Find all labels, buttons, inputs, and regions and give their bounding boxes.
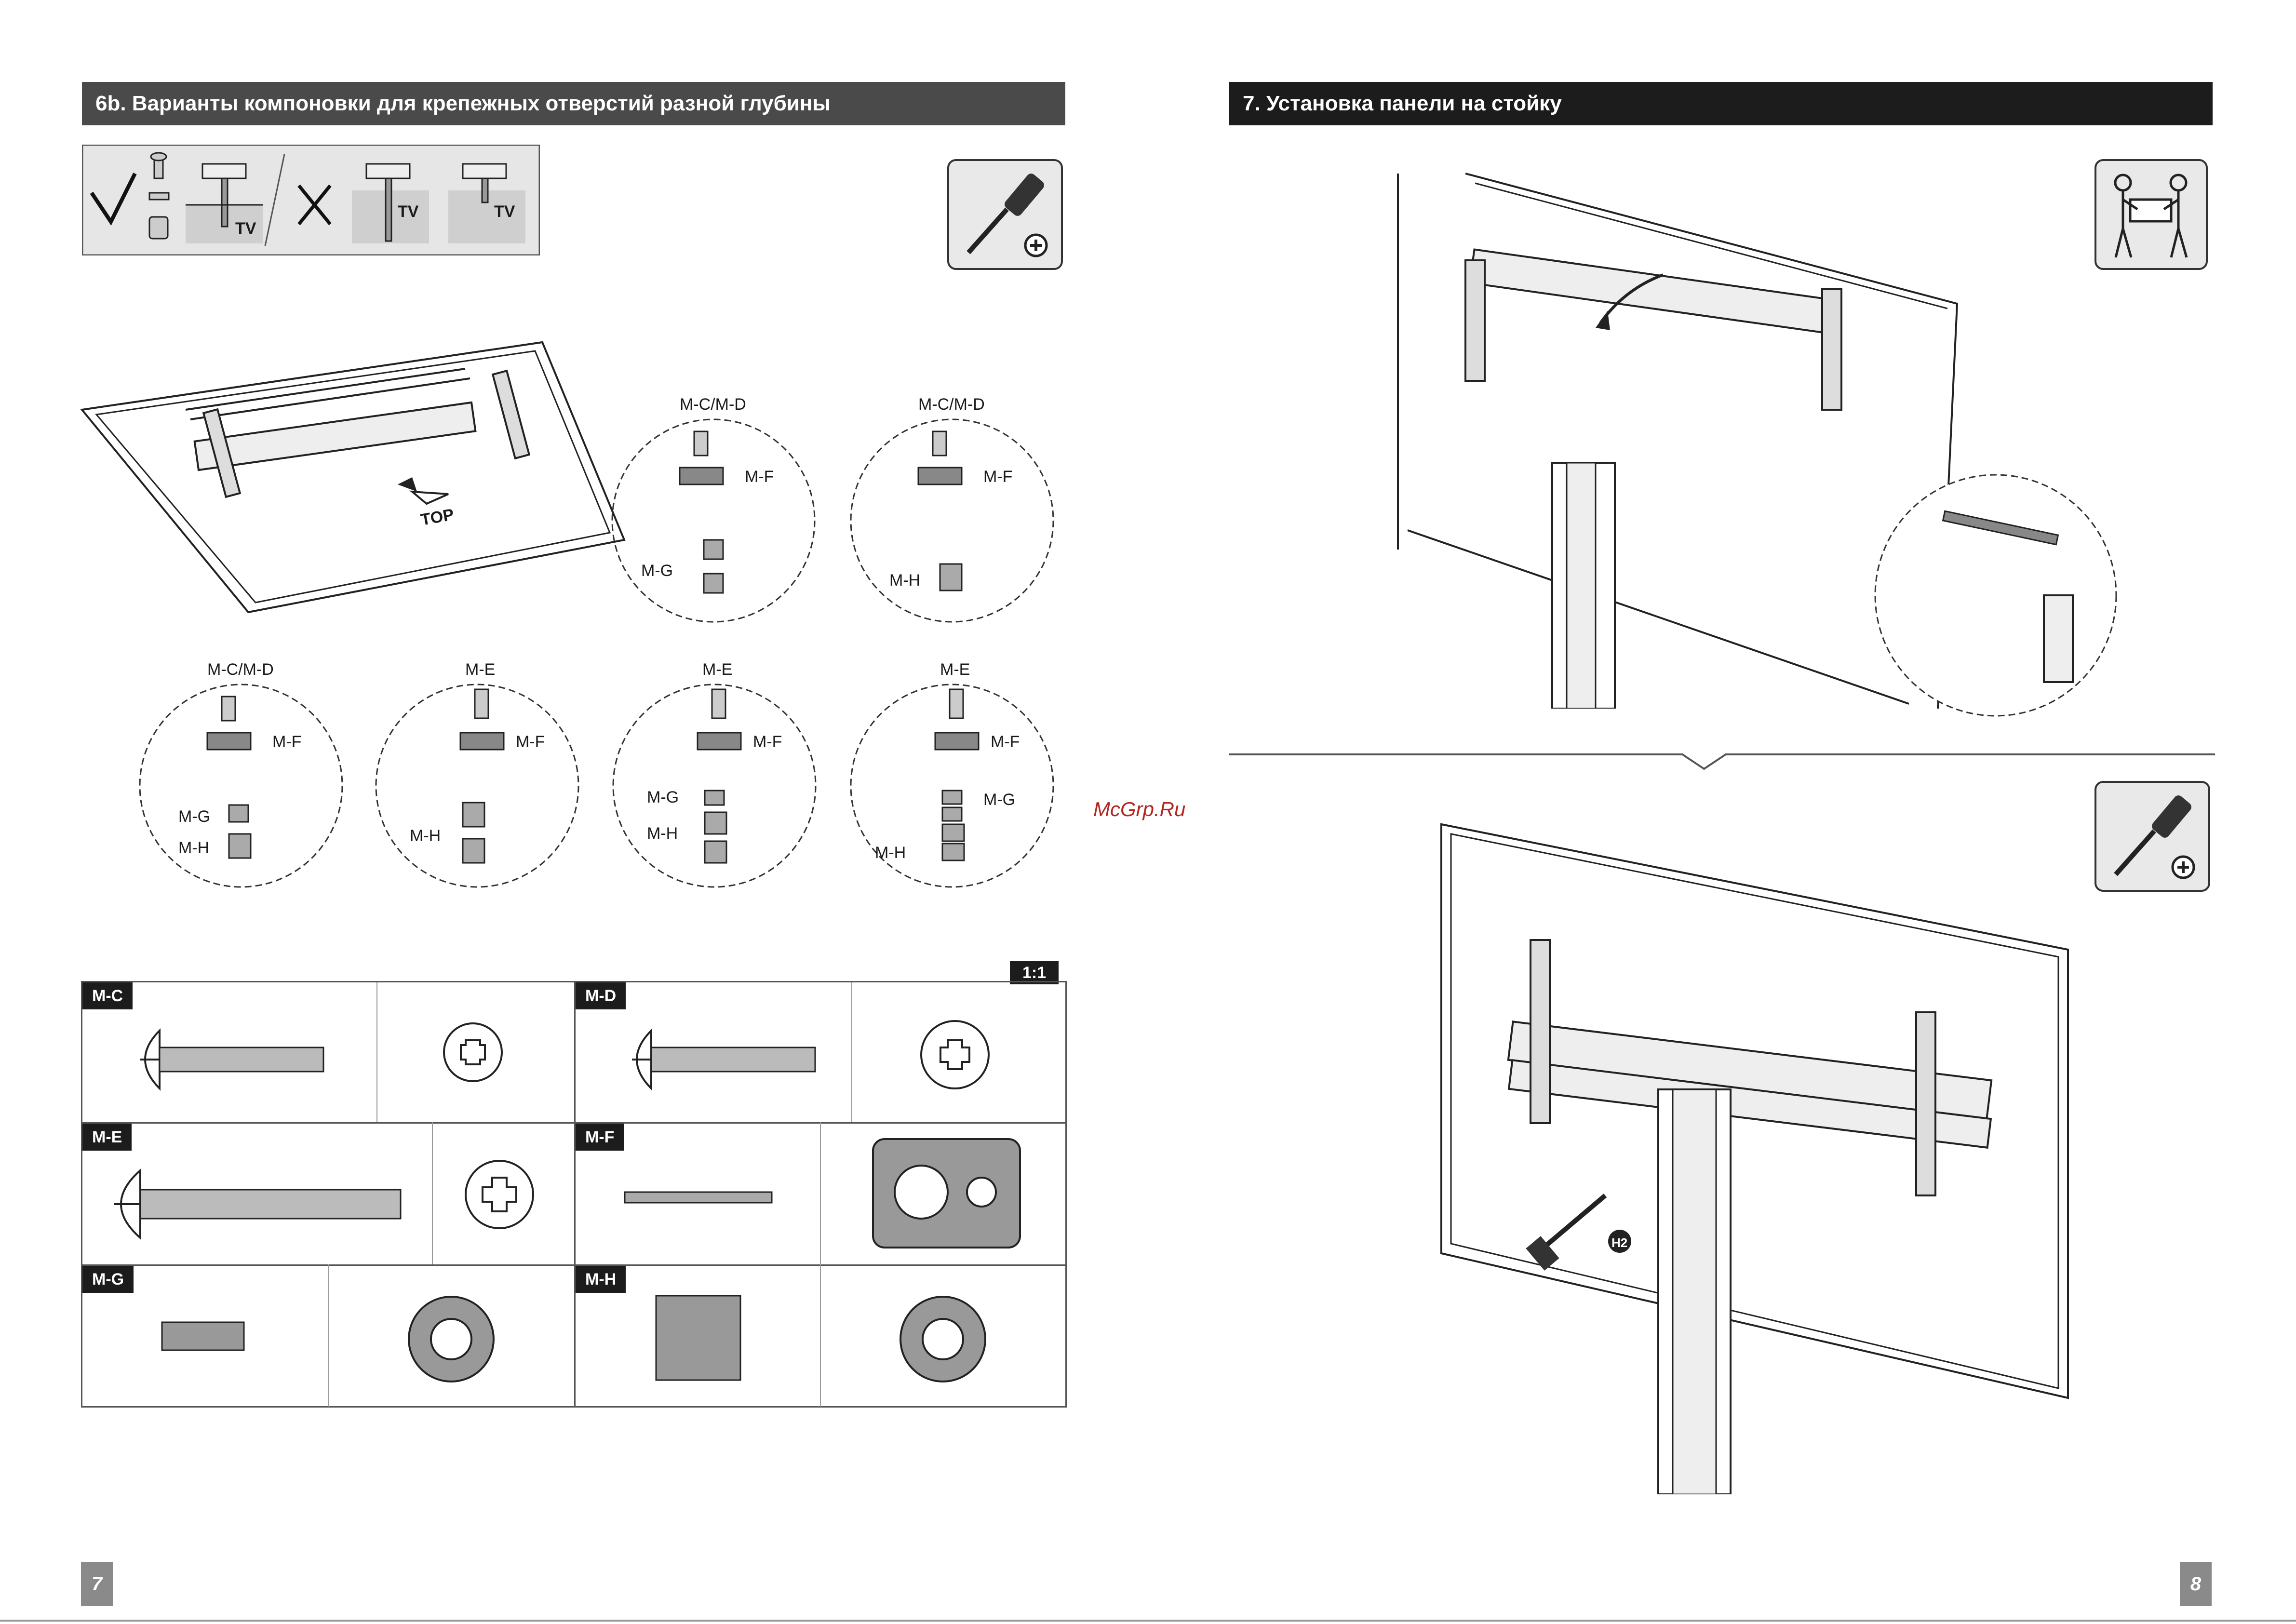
detail-circle-hook bbox=[1870, 470, 2121, 721]
detail-circle-1: M-C/M-D M-F M-G bbox=[607, 395, 819, 636]
detail-circle-5: M-E M-F M-G M-H bbox=[608, 660, 820, 901]
part-mg-side bbox=[160, 1320, 246, 1354]
tv-label: TV bbox=[235, 219, 256, 238]
parts-table: M-C M-D M-E M-F M-G M-H bbox=[81, 981, 1067, 1408]
label-mh: M-H bbox=[889, 571, 920, 590]
table-divider bbox=[376, 982, 377, 1122]
part-tag-mh: M-H bbox=[576, 1266, 626, 1293]
table-divider bbox=[328, 1264, 329, 1407]
label-mf: M-F bbox=[745, 468, 774, 486]
part-me-head bbox=[461, 1156, 538, 1233]
label-me: M-E bbox=[940, 660, 970, 679]
part-tag-mc: M-C bbox=[82, 982, 133, 1009]
table-divider bbox=[851, 982, 852, 1122]
page-number-right: 8 bbox=[2180, 1562, 2212, 1606]
screwdriver-tool-box bbox=[947, 159, 1063, 270]
detail-circle-3: M-C/M-D M-F M-G M-H bbox=[135, 660, 347, 901]
label-me: M-E bbox=[465, 660, 495, 679]
part-md-head bbox=[916, 1016, 994, 1093]
watermark: McGrp.Ru bbox=[1093, 798, 1185, 821]
part-tag-md: M-D bbox=[576, 982, 626, 1009]
part-mf-side bbox=[622, 1187, 777, 1207]
section-6b-title: 6b. Варианты компоновки для крепежных от… bbox=[82, 82, 1065, 125]
label-mg: M-G bbox=[178, 807, 210, 826]
bottom-rule bbox=[0, 1620, 2296, 1622]
part-mf-plate bbox=[871, 1137, 1025, 1252]
detail-circle-4: M-E M-F M-H bbox=[371, 660, 583, 901]
label-mg: M-G bbox=[647, 788, 679, 806]
part-me-screw bbox=[102, 1161, 410, 1248]
tv-label: TV bbox=[494, 202, 515, 221]
label-me: M-E bbox=[702, 660, 732, 679]
part-tag-mg: M-G bbox=[82, 1266, 134, 1293]
detail-circle-6: M-E M-F M-G M-H bbox=[846, 660, 1058, 901]
label-mf: M-F bbox=[516, 733, 545, 751]
table-divider bbox=[82, 1122, 1065, 1124]
label-mg: M-G bbox=[641, 562, 673, 580]
h2-label: H2 bbox=[1611, 1235, 1627, 1250]
tv-label: TV bbox=[398, 202, 419, 221]
tv-back-bracket-illustration: TOP bbox=[80, 313, 682, 622]
label-mc-md: M-C/M-D bbox=[680, 395, 746, 414]
label-mf: M-F bbox=[991, 733, 1020, 751]
table-divider bbox=[820, 1122, 821, 1407]
part-mc-screw bbox=[131, 1021, 333, 1098]
label-mh: M-H bbox=[875, 844, 906, 862]
tv-fix-screws-illustration: H2 bbox=[1432, 819, 2073, 1494]
part-mh-spacer bbox=[897, 1293, 989, 1385]
label-mf: M-F bbox=[753, 733, 782, 751]
table-divider bbox=[432, 1122, 433, 1264]
label-mg: M-G bbox=[983, 791, 1015, 809]
screwdriver-tool-box bbox=[2095, 781, 2210, 892]
label-mh: M-H bbox=[410, 827, 441, 845]
table-divider bbox=[82, 1264, 1065, 1266]
page-number-left: 7 bbox=[81, 1562, 113, 1606]
table-divider bbox=[574, 982, 576, 1406]
screwdriver-icon bbox=[949, 161, 1061, 268]
section-divider bbox=[1229, 747, 2215, 771]
label-mh: M-H bbox=[647, 824, 678, 843]
label-mc-md: M-C/M-D bbox=[918, 395, 985, 414]
part-mh-side bbox=[654, 1293, 745, 1385]
screwdriver-icon bbox=[2096, 783, 2208, 890]
part-mc-head bbox=[439, 1019, 507, 1086]
label-mf: M-F bbox=[272, 733, 301, 751]
detail-circle-2: M-C/M-D M-F M-H bbox=[846, 395, 1058, 636]
part-md-screw bbox=[622, 1021, 825, 1098]
correct-incorrect-strip: TV TV TV bbox=[82, 145, 540, 255]
label-mh: M-H bbox=[178, 839, 209, 857]
part-mg-washer bbox=[405, 1293, 497, 1385]
part-tag-me: M-E bbox=[82, 1124, 132, 1151]
part-tag-mf: M-F bbox=[576, 1124, 624, 1151]
section-7-title: 7. Установка панели на стойку bbox=[1229, 82, 2213, 125]
label-mc-md: M-C/M-D bbox=[207, 660, 274, 679]
label-mf: M-F bbox=[983, 468, 1012, 486]
